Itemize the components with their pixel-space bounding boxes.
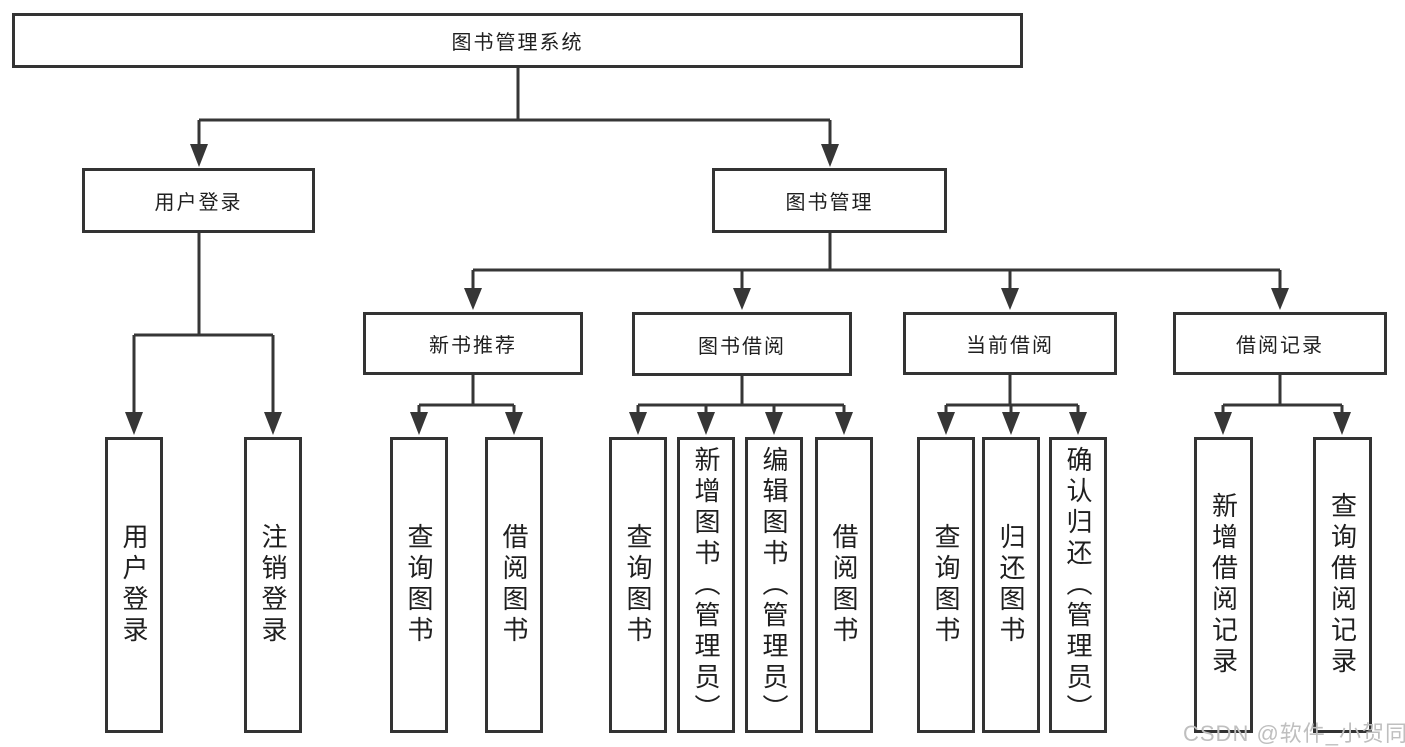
connector-new-book-recommend <box>410 375 523 435</box>
node-label: 新增图书（管理员） <box>691 445 721 725</box>
connector-current-borrow <box>937 375 1087 435</box>
connector-lines <box>636 376 846 414</box>
node-current-borrow: 当前借阅 <box>903 312 1117 375</box>
connector-lines <box>132 233 275 414</box>
arrowheads <box>1214 412 1351 435</box>
node-label: 借阅图书 <box>829 523 859 647</box>
node-label: 借阅图书 <box>499 523 529 647</box>
arrowheads <box>410 412 523 435</box>
node-cb-return-books: 归还图书 <box>982 437 1040 733</box>
node-bb-query-books: 查询图书 <box>609 437 667 733</box>
connector-borrow-records <box>1214 375 1351 435</box>
connector-lines <box>1221 375 1344 414</box>
connector-lines <box>471 233 1282 290</box>
node-borrow-records: 借阅记录 <box>1173 312 1387 375</box>
arrowheads <box>190 144 839 167</box>
node-nbr-query-books: 查询图书 <box>390 437 448 733</box>
node-label: 用户登录 <box>119 523 149 647</box>
node-label: 查询图书 <box>404 523 434 647</box>
node-bb-add-books-admin: 新增图书（管理员） <box>677 437 735 733</box>
node-cb-confirm-return-admin: 确认归还（管理员） <box>1049 437 1107 733</box>
node-label: 新增借阅记录 <box>1208 492 1239 678</box>
node-cb-query-books: 查询图书 <box>917 437 975 733</box>
connector-lines <box>197 68 832 146</box>
node-user-login-group: 用户登录 <box>82 168 315 233</box>
node-book-mgmt-group: 图书管理 <box>712 168 947 233</box>
connector-lines <box>417 375 516 414</box>
node-label: 查询图书 <box>623 523 653 647</box>
node-label: 查询图书 <box>931 523 961 647</box>
connector-lines <box>944 375 1080 414</box>
arrowheads <box>937 412 1087 435</box>
node-book-borrow: 图书借阅 <box>632 312 852 376</box>
connector-user-login <box>125 233 282 435</box>
csdn-watermark: CSDN @软件_小贺同学 <box>1183 721 1405 746</box>
arrowheads <box>125 412 282 435</box>
node-label: 编辑图书（管理员） <box>759 445 789 725</box>
node-bb-borrow-books: 借阅图书 <box>815 437 873 733</box>
node-root: 图书管理系统 <box>12 13 1023 68</box>
connector-root <box>190 68 839 167</box>
arrowheads <box>629 412 853 435</box>
node-nbr-borrow-books: 借阅图书 <box>485 437 543 733</box>
node-bb-edit-books-admin: 编辑图书（管理员） <box>745 437 803 733</box>
arrowheads <box>464 288 1289 310</box>
connector-book-mgmt <box>464 233 1289 310</box>
node-label: 查询借阅记录 <box>1327 492 1358 678</box>
node-label: 确认归还（管理员） <box>1063 445 1093 725</box>
node-new-book-recommend: 新书推荐 <box>363 312 583 375</box>
node-logout: 注销登录 <box>244 437 302 733</box>
connector-book-borrow <box>629 376 853 435</box>
node-label: 归还图书 <box>996 523 1026 647</box>
node-user-login: 用户登录 <box>105 437 163 733</box>
node-br-query-record: 查询借阅记录 <box>1313 437 1372 733</box>
node-br-add-record: 新增借阅记录 <box>1194 437 1253 733</box>
node-label: 注销登录 <box>258 523 288 647</box>
